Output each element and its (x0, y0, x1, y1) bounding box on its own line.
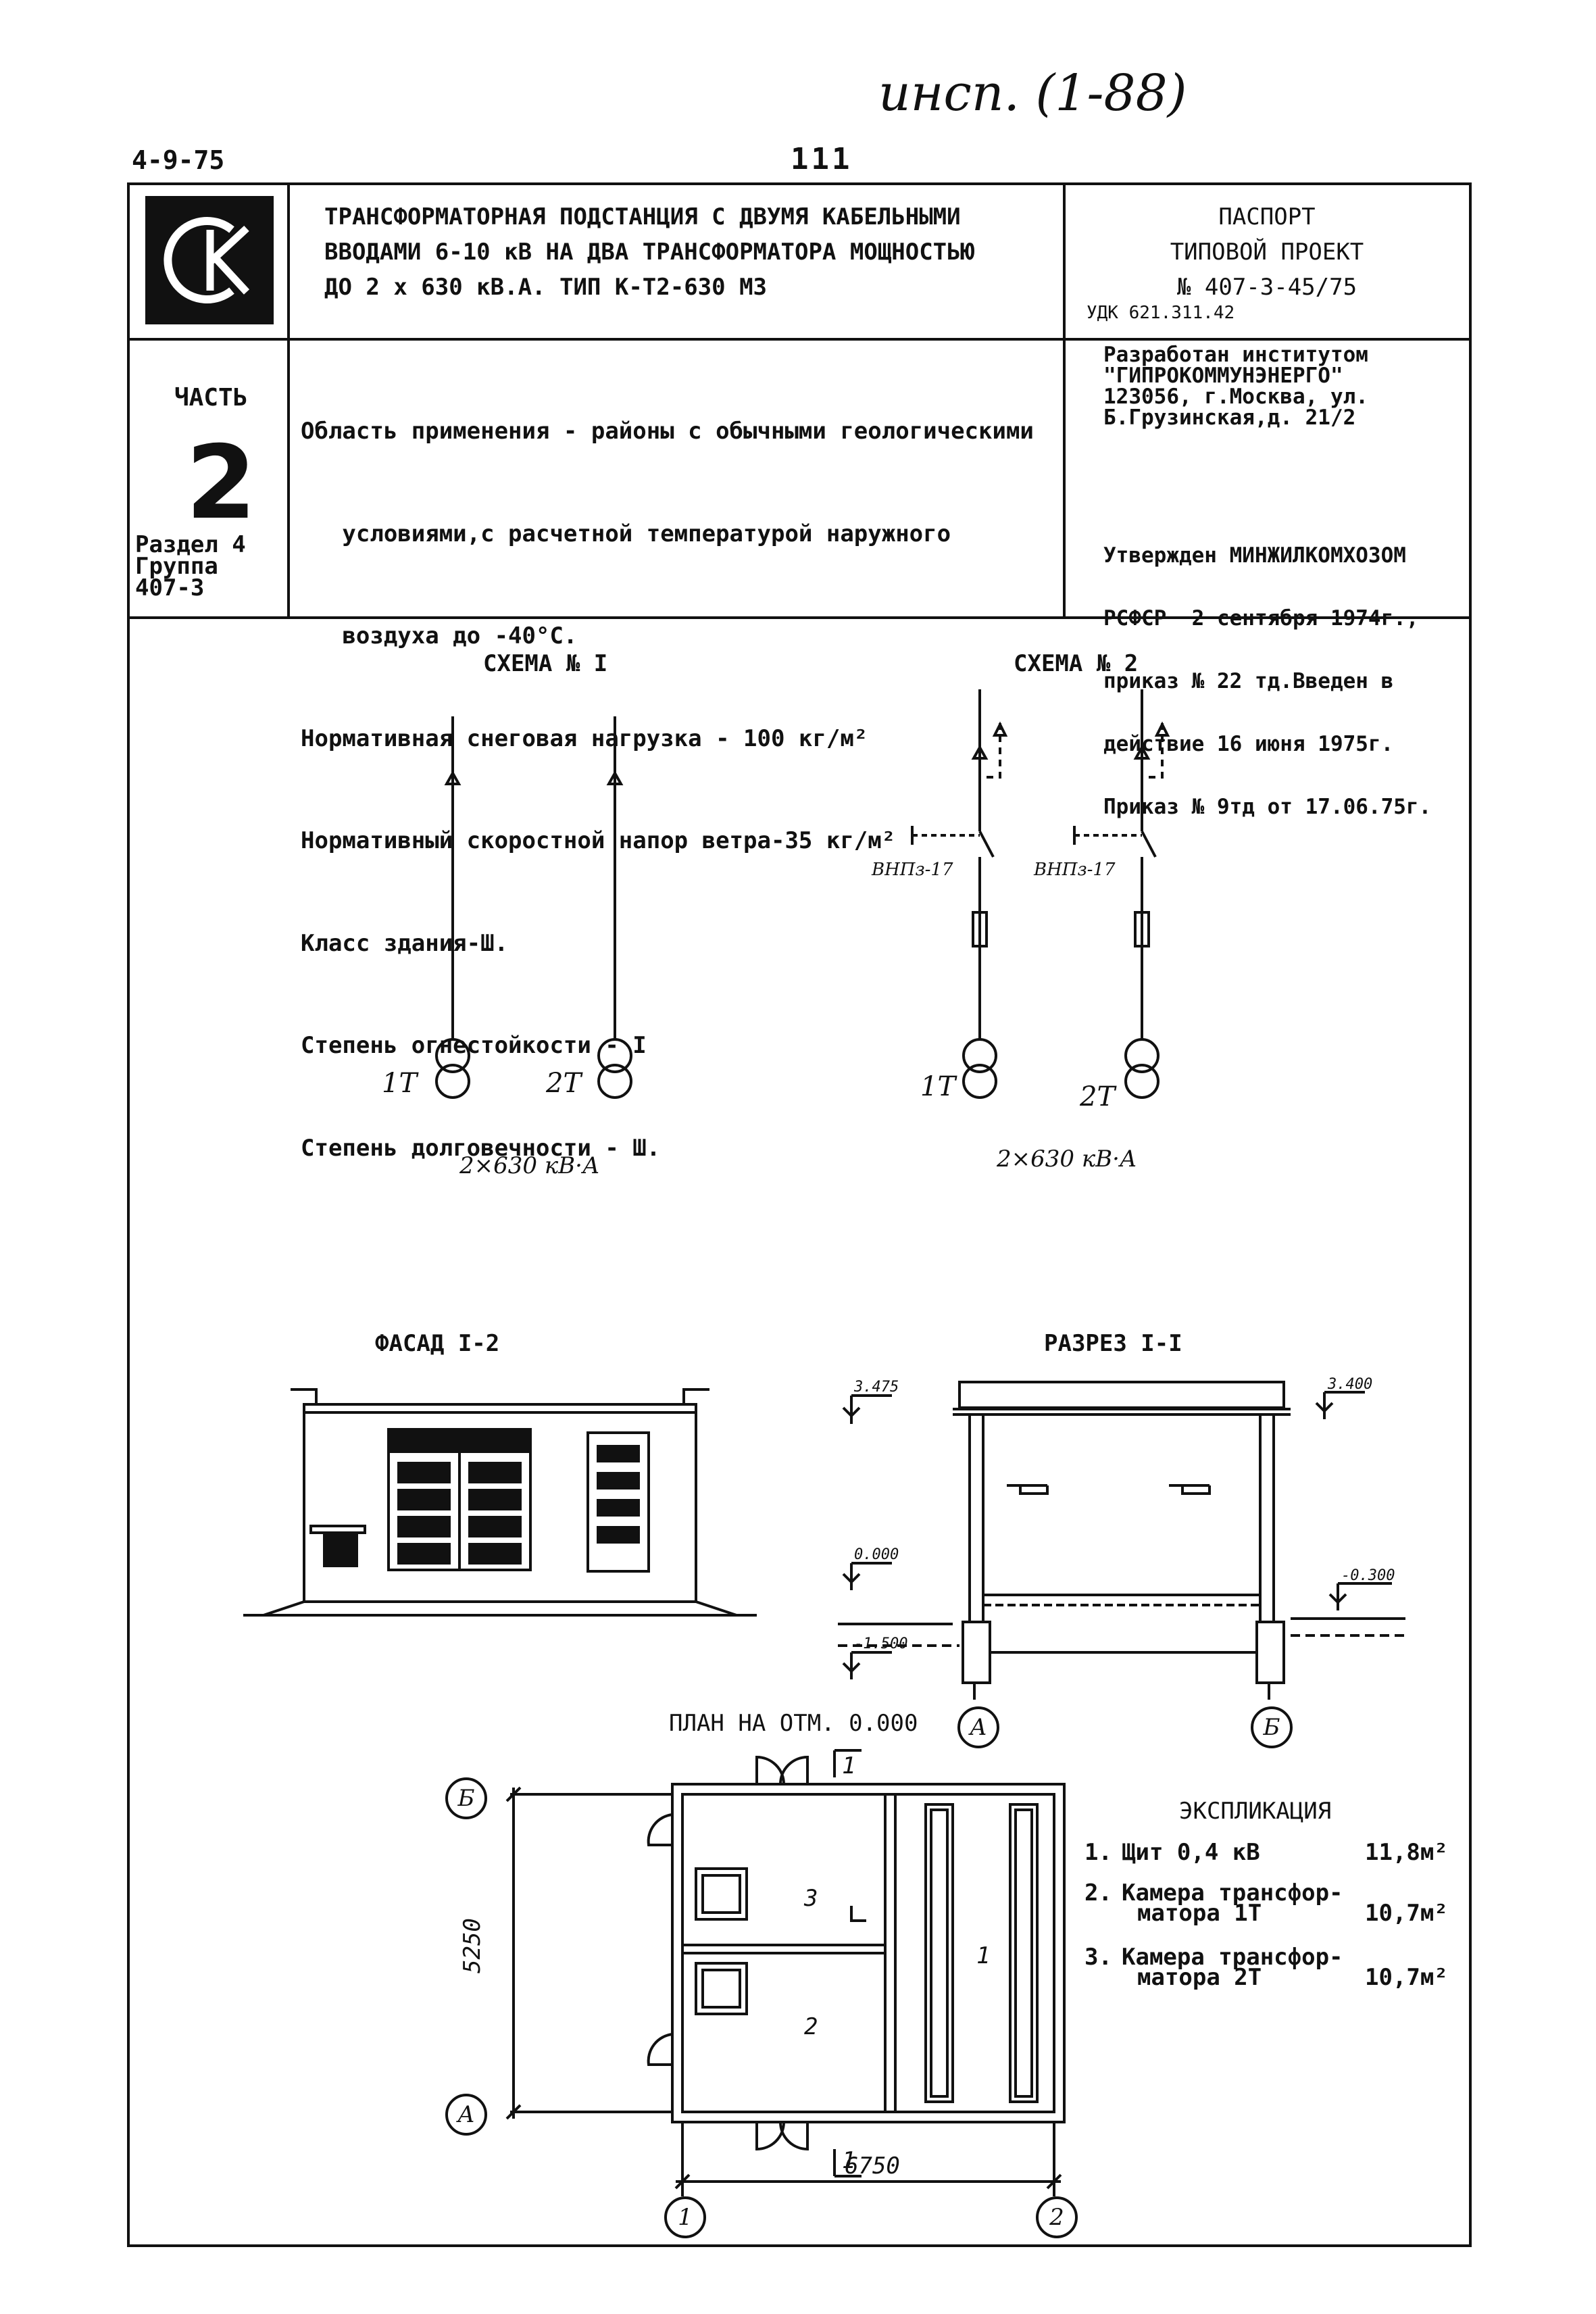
date-code: 4-9-75 (132, 145, 225, 175)
developer-line: Б.Грузинская,д. 21/2 (1103, 405, 1356, 430)
scheme1-t2-label: 2Т (546, 1068, 582, 1099)
section-drawing: 3.475 3.400 0.000 -0.300 -1.500 (838, 1376, 1405, 1700)
passport-label: ПАСПОРТ (1218, 203, 1316, 230)
item-name-cont: матора 1Т (1137, 1900, 1262, 1927)
item-name: Камера трансфор- (1122, 1944, 1343, 1971)
explication-table: 1. Щит 0,4 кВ 11,8м² 2. Камера трансфор-… (1084, 1839, 1463, 2011)
approval-line: Утвержден МИНЖИЛКОМХОЗОМ (1103, 543, 1406, 568)
udk-code: УДК 621.311.42 (1087, 303, 1235, 323)
plan-title: ПЛАН НА ОТМ. 0.000 (669, 1710, 918, 1737)
plan-dim-horizontal: 6750 (845, 2152, 900, 2180)
section-label: Раздел 4 Группа 407-3 (135, 531, 246, 601)
item-name: Камера трансфор- (1122, 1879, 1343, 1906)
level-3-400: 3.400 (1327, 1376, 1372, 1393)
part-label: ЧАСТЬ (174, 384, 248, 412)
scheme1-title: СХЕМА № I (483, 650, 608, 677)
level-0-000: 0.000 (854, 1546, 899, 1563)
passport-block: ПАСПОРТ ТИПОВОЙ ПРОЕКТ № 407-3-45/75 (1068, 199, 1466, 305)
scheme2-t2-label: 2Т (1080, 1081, 1116, 1112)
group-label: Группа (135, 553, 218, 580)
item-area: 11,8м² (1365, 1839, 1448, 1866)
section-title: РАЗРЕЗ I-I (1044, 1330, 1182, 1357)
sk-logo (145, 196, 274, 324)
scheme2-t1-label: 1Т (920, 1071, 956, 1102)
explication-title: ЭКСПЛИКАЦИЯ (1179, 1798, 1332, 1825)
item-area: 10,7м² (1365, 1964, 1448, 1991)
spec-line: Нормативная снеговая нагрузка - 100 кг/м… (301, 724, 868, 752)
plan-axis-1: 1 (664, 2196, 706, 2238)
explication-row: 2. Камера трансфор- матора 1Т 10,7м² (1084, 1879, 1463, 1946)
col-divider-2 (1063, 182, 1066, 618)
developer-block: Разработан институтом "ГИПРОКОММУНЭНЕРГО… (1103, 345, 1368, 428)
sheet-frame (127, 182, 1472, 2247)
item-number: 2. (1084, 1879, 1112, 1906)
item-name-cont: матора 2Т (1137, 1964, 1262, 1991)
explication-row: 1. Щит 0,4 кВ 11,8м² (1084, 1839, 1463, 1882)
title-line-1: ТРАНСФОРМАТОРНАЯ ПОДСТАНЦИЯ С ДВУМЯ КАБЕ… (324, 203, 961, 230)
title-line-3: ДО 2 х 630 кВ.А. ТИП К-Т2-630 МЗ (324, 274, 768, 301)
scheme2-switch-label-2: ВНПз-17 (1034, 860, 1116, 880)
page-number: 111 (791, 142, 853, 176)
cut-mark-bottom: 1 (842, 2147, 855, 2174)
level-minus-1-500: -1.500 (854, 1635, 907, 1652)
explication-row: 3. Камера трансфор- матора 2Т 10,7м² (1084, 1946, 1463, 2011)
handwritten-note: инсп. (1-88) (878, 64, 1187, 122)
plan-axis-b: Б (445, 1777, 487, 1819)
spec-line: Класс здания-Ш. (301, 929, 509, 957)
approval-block: Утвержден МИНЖИЛКОМХОЗОМ РСФСР 2 сентябр… (1103, 503, 1431, 839)
level-minus-0-300: -0.300 (1341, 1567, 1395, 1584)
scheme2-capacity: 2×630 кВ·А (997, 1146, 1137, 1173)
room-label-3: 3 (803, 1885, 818, 1912)
level-3-475: 3.475 (853, 1379, 899, 1396)
developer-line: 123056, г.Москва, ул. (1103, 385, 1368, 409)
group-code: 407-3 (135, 574, 205, 601)
spec-line: Степень долговечности - Ш. (301, 1134, 661, 1162)
plan-axis-2: 2 (1036, 2196, 1078, 2238)
item-area: 10,7м² (1365, 1900, 1448, 1927)
part-number: 2 (186, 424, 257, 542)
cut-mark-top: 1 (842, 1752, 855, 1779)
spec-line: Нормативный скоростной напор ветра-35 кг… (301, 827, 896, 854)
plan-axis-a: А (445, 2094, 487, 2136)
room-label-2: 2 (804, 2013, 818, 2040)
title-line-2: ВВОДАМИ 6-10 кВ НА ДВА ТРАНСФОРМАТОРА МО… (324, 239, 975, 266)
section-number: Раздел 4 (135, 531, 246, 558)
item-number: 3. (1084, 1944, 1112, 1971)
typical-project-label: ТИПОВОЙ ПРОЕКТ (1170, 239, 1364, 266)
section-axis-b: Б (1251, 1706, 1293, 1748)
section-axis-a: А (957, 1706, 999, 1748)
spec-line: условиями,с расчетной температурой наруж… (301, 520, 951, 547)
header-divider (127, 338, 1472, 341)
facade-title: ФАСАД I-2 (375, 1330, 500, 1357)
project-title: ТРАНСФОРМАТОРНАЯ ПОДСТАНЦИЯ С ДВУМЯ КАБЕ… (324, 199, 1054, 305)
spec-line: воздуха до -40°С. (301, 622, 578, 649)
scheme2-diagram (911, 689, 1170, 1099)
scheme1-t1-label: 1Т (382, 1068, 418, 1099)
plan-drawing: 5250 6750 3 2 1 1 1 (459, 1749, 1066, 2196)
room-label-1: 1 (976, 1942, 990, 1969)
project-number: № 407-3-45/75 (1176, 274, 1357, 301)
spec-line: Степень огнестойкости - I (301, 1032, 647, 1059)
col-divider-1 (287, 182, 290, 618)
spec-line: Область применения - районы с обычными г… (301, 418, 1034, 445)
item-name: Щит 0,4 кВ (1122, 1839, 1260, 1866)
scheme1-diagram (435, 716, 632, 1099)
scheme2-title: СХЕМА № 2 (1014, 650, 1139, 677)
plan-dim-vertical: 5250 (459, 1918, 486, 1973)
facade-drawing (243, 1388, 757, 1617)
scheme2-switch-label-1: ВНПз-17 (872, 860, 953, 880)
specs-divider (127, 616, 1472, 619)
approval-line: приказ № 22 тд.Введен в (1103, 669, 1394, 693)
item-number: 1. (1084, 1839, 1112, 1866)
approval-line: РСФСР 2 сентября 1974г., (1103, 606, 1419, 631)
specs-list: Область применения - районы с обычными г… (301, 346, 1057, 1200)
developer-line: Разработан институтом (1103, 343, 1368, 367)
scheme1-capacity: 2×630 кВ·А (459, 1152, 600, 1179)
developer-line: "ГИПРОКОММУНЭНЕРГО" (1103, 364, 1343, 388)
approval-line: действие 16 июня 1975г. (1103, 732, 1394, 756)
